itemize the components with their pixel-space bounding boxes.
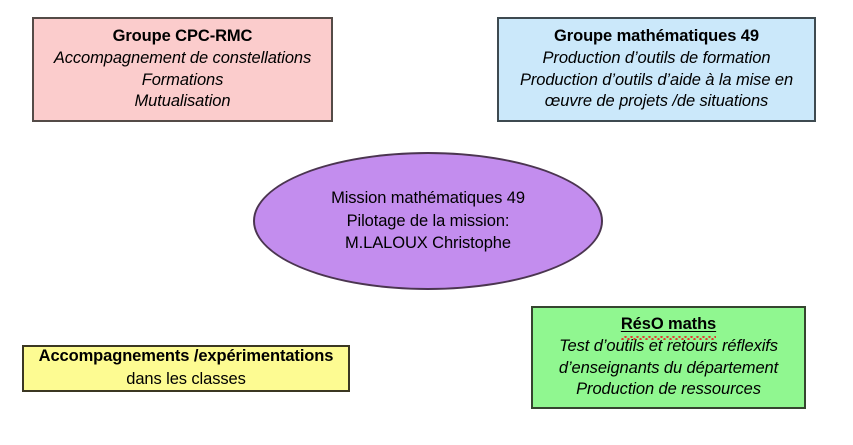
node-title-groupe-mathematiques-49: Groupe mathématiques 49 <box>554 26 759 45</box>
node-line-reso-maths-3: Production de ressources <box>576 380 761 399</box>
node-title-wrapper-reso-maths: RésO maths <box>620 314 717 340</box>
node-line-cpc-rmc-3: Mutualisation <box>134 92 231 111</box>
node-accompagnements-experimentations[interactable]: Accompagnements /expérimentations dans l… <box>22 345 350 392</box>
node-line-mission-3: M.LALOUX Christophe <box>345 234 511 253</box>
node-line-cpc-rmc-1: Accompagnement de constellations <box>53 48 312 67</box>
node-line-mission-2: Pilotage de la mission: <box>346 211 510 230</box>
node-groupe-mathematiques-49[interactable]: Groupe mathématiques 49 Production d’out… <box>497 17 816 122</box>
node-groupe-cpc-rmc[interactable]: Groupe CPC-RMC Accompagnement de constel… <box>32 17 333 122</box>
node-title-reso-maths: RésO maths <box>620 314 717 333</box>
node-line-reso-maths-2: d’enseignants du département <box>558 358 779 377</box>
node-line-groupe-math-3: œuvre de projets /de situations <box>544 92 769 111</box>
node-line-accompagnements-1: dans les classes <box>126 370 246 388</box>
node-line-cpc-rmc-2: Formations <box>141 70 224 89</box>
node-line-mission-1: Mission mathématiques 49 <box>331 188 525 207</box>
node-title-groupe-cpc-rmc: Groupe CPC-RMC <box>112 26 253 45</box>
node-reso-maths[interactable]: RésO maths Test d’outils et retours réfl… <box>531 306 806 409</box>
node-title-accompagnements-experimentations: Accompagnements /expérimentations <box>38 347 334 366</box>
node-line-groupe-math-2: Production d’outils d’aide à la mise en <box>519 70 794 89</box>
node-line-reso-maths-1: Test d’outils et retours réflexifs <box>559 336 778 355</box>
node-line-groupe-math-1: Production d’outils de formation <box>542 48 771 67</box>
node-mission-mathematiques-49[interactable]: Mission mathématiques 49 Pilotage de la … <box>253 152 603 290</box>
